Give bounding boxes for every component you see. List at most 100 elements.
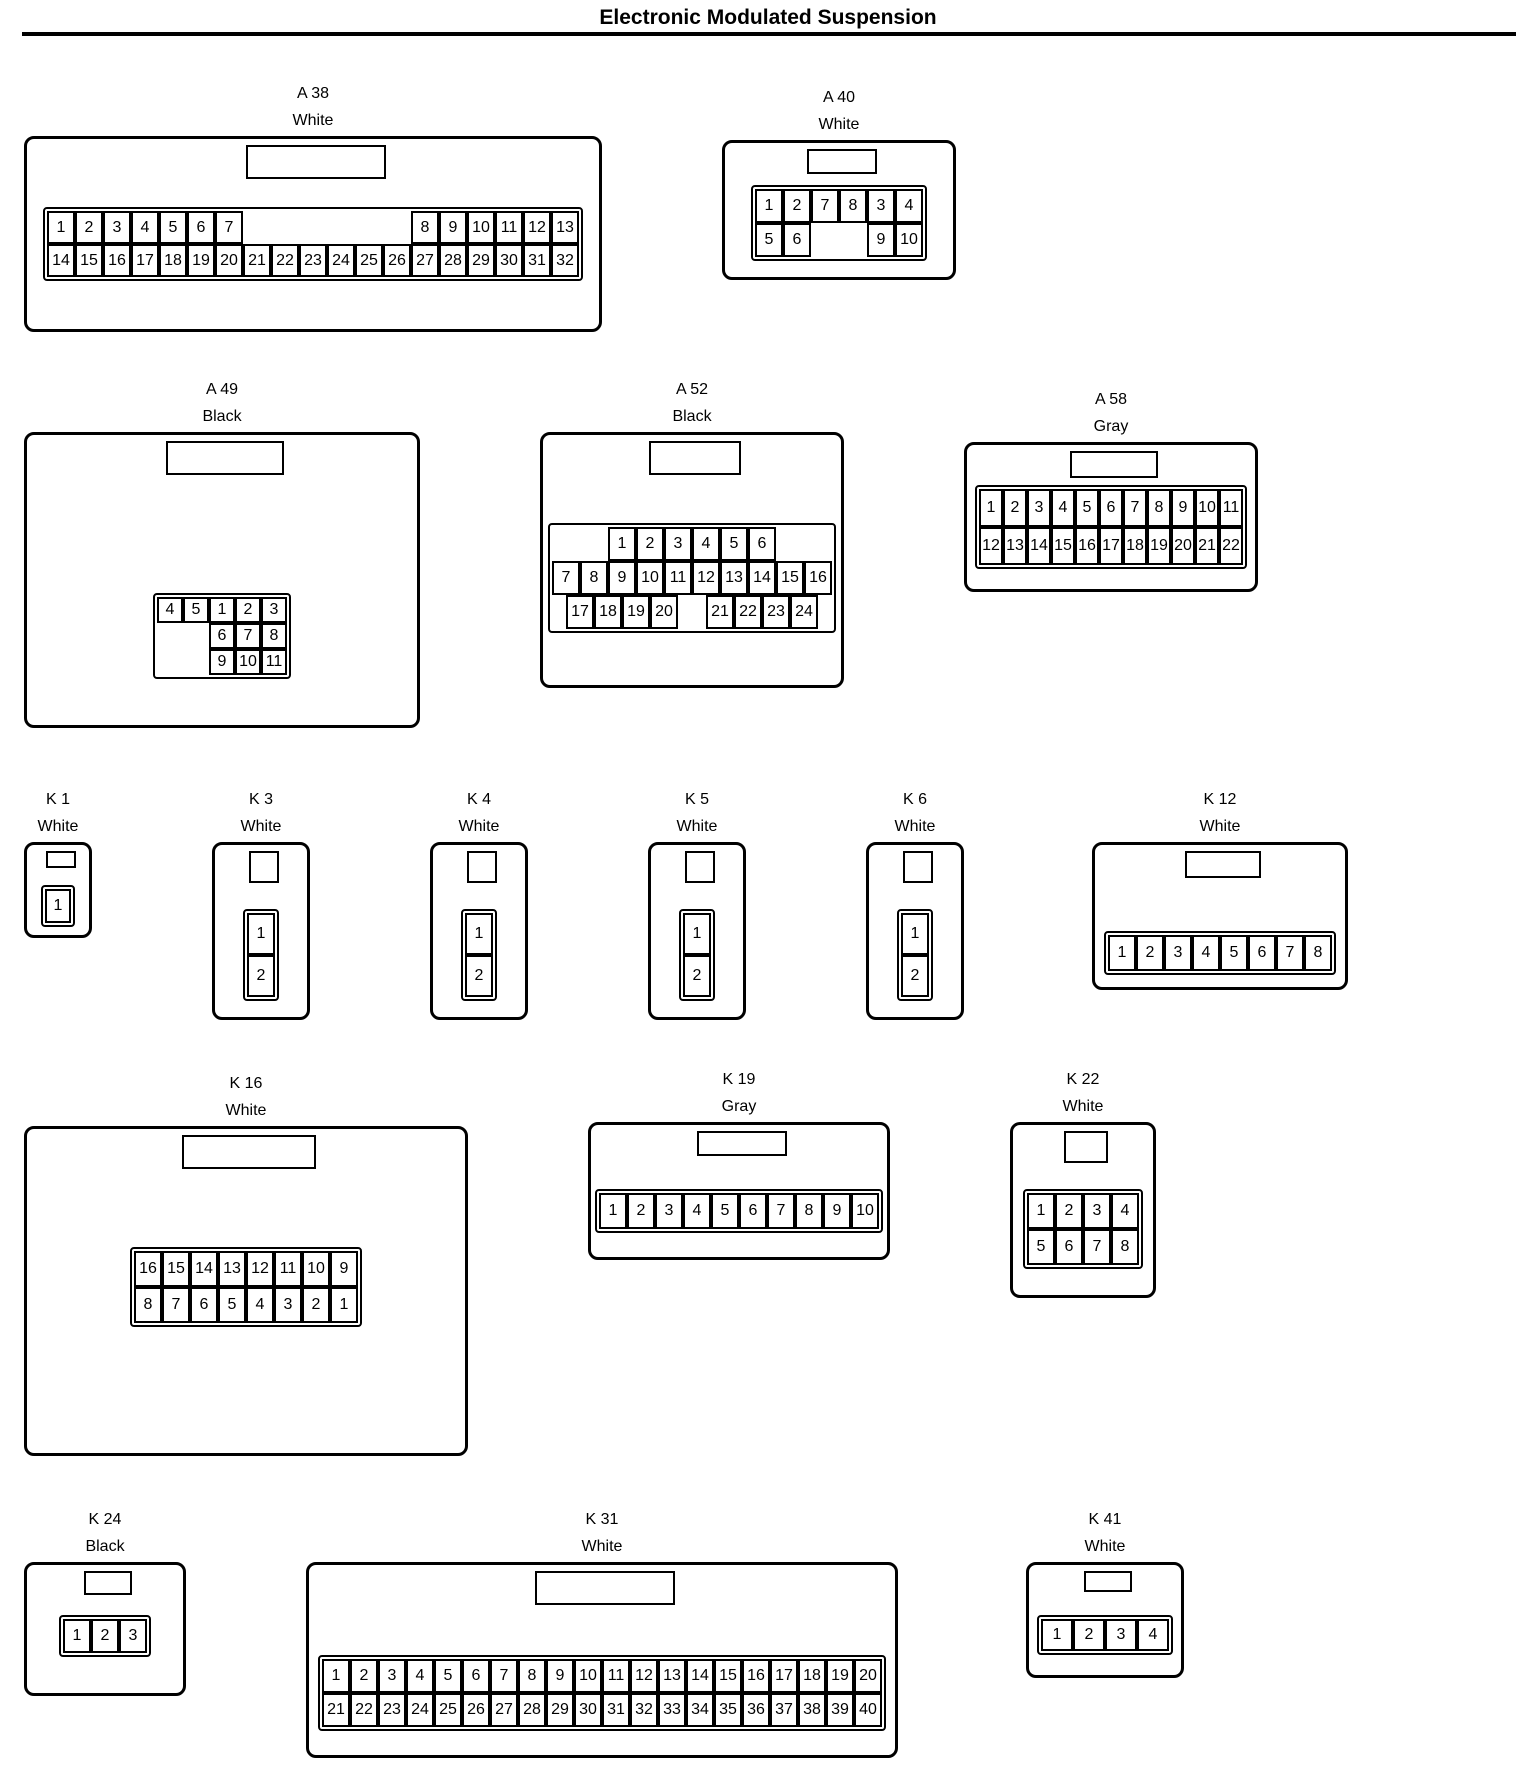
pin-cavity: 5	[720, 527, 748, 561]
pin-cavity: 7	[811, 189, 839, 223]
pin-cavity: 5	[183, 597, 209, 623]
pin-cavity: 1	[608, 527, 636, 561]
pin-cavity: 1	[1041, 1619, 1073, 1651]
pin-cavity: 21	[706, 595, 734, 629]
pin-cavity: 6	[209, 623, 235, 649]
pin-cavity: 10	[636, 561, 664, 595]
pin-cavity: 28	[439, 244, 467, 277]
pin-cavity: 9	[1171, 489, 1195, 527]
pin-cavity: 8	[1147, 489, 1171, 527]
pin-cavity: 13	[658, 1659, 686, 1693]
pin-cavity: 13	[720, 561, 748, 595]
connector-latch	[806, 149, 878, 175]
pin-cavity: 1	[1108, 935, 1136, 971]
pin-cavity: 12	[523, 211, 551, 244]
pin-cavity: 7	[552, 561, 580, 595]
pin-cavity: 8	[1111, 1229, 1139, 1265]
pin-cavity: 3	[655, 1193, 683, 1229]
pin-cavity: 30	[574, 1693, 602, 1727]
pin-cavity: 26	[383, 244, 411, 277]
pin-cavity: 18	[1123, 527, 1147, 565]
connector-color: Black	[672, 408, 712, 425]
connector-color: Gray	[721, 1098, 757, 1115]
pin-cavity: 16	[804, 561, 832, 595]
connector-latch	[696, 1131, 788, 1156]
pin-cavity: 28	[518, 1693, 546, 1727]
pin-cavity: 2	[91, 1619, 119, 1653]
pin-cavity: 23	[762, 595, 790, 629]
pin-cavity: 2	[1136, 935, 1164, 971]
pin-cavity: 11	[1219, 489, 1243, 527]
pin-cavity: 9	[608, 561, 636, 595]
pin-cavity: 10	[895, 223, 923, 257]
pin-cavity: 14	[47, 244, 75, 277]
pin-cavity: 1	[209, 597, 235, 623]
pin-cavity: 16	[134, 1251, 162, 1287]
connector-label: A 52	[675, 381, 709, 398]
pin-cavity: 32	[630, 1693, 658, 1727]
pin-cavity: 5	[1220, 935, 1248, 971]
pin-cavity: 6	[739, 1193, 767, 1229]
pin-cavity: 6	[190, 1287, 218, 1323]
pin-cavity: 9	[546, 1659, 574, 1693]
pin-cavity: 2	[1055, 1193, 1083, 1229]
pin-cavity: 20	[854, 1659, 882, 1693]
pin-cavity: 3	[261, 597, 287, 623]
pin-cavity: 5	[218, 1287, 246, 1323]
pin-cavity: 23	[299, 244, 327, 277]
pin-cavity: 3	[119, 1619, 147, 1653]
pin-cavity: 6	[1248, 935, 1276, 971]
pin-cavity: 2	[235, 597, 261, 623]
pin-cavity: 36	[742, 1693, 770, 1727]
pin-cavity: 8	[134, 1287, 162, 1323]
connector-latch	[182, 1135, 316, 1169]
connector-label: K 3	[248, 791, 273, 808]
pin-cavity: 4	[246, 1287, 274, 1323]
pin-cavity: 6	[748, 527, 776, 561]
pin-cavity: 7	[162, 1287, 190, 1323]
pin-cavity: 7	[1276, 935, 1304, 971]
pin-cavity: 7	[1083, 1229, 1111, 1265]
connector-color: White	[581, 1538, 623, 1555]
pin-cavity: 21	[322, 1693, 350, 1727]
pin-cavity: 2	[683, 955, 711, 997]
connector-latch	[467, 851, 497, 884]
pin-cavity: 5	[1075, 489, 1099, 527]
pin-cavity: 15	[714, 1659, 742, 1693]
pin-cavity: 5	[159, 211, 187, 244]
pin-cavity: 6	[783, 223, 811, 257]
pin-cavity: 9	[823, 1193, 851, 1229]
pin-cavity: 21	[243, 244, 271, 277]
connector-label: K 5	[684, 791, 709, 808]
connector-latch	[83, 1571, 133, 1596]
pin-cavity: 25	[434, 1693, 462, 1727]
pin-cavity: 3	[1164, 935, 1192, 971]
pin-cavity: 8	[518, 1659, 546, 1693]
pin-cavity: 8	[580, 561, 608, 595]
pin-cavity: 3	[274, 1287, 302, 1323]
connector-color: Black	[202, 408, 242, 425]
connector-label: K 1	[45, 791, 70, 808]
connector-color: White	[292, 112, 334, 129]
pin-cavity: 7	[1123, 489, 1147, 527]
connector-latch	[246, 145, 386, 179]
pin-cavity: 15	[1051, 527, 1075, 565]
connector-latch	[249, 851, 279, 884]
connector-color: Black	[85, 1538, 125, 1555]
